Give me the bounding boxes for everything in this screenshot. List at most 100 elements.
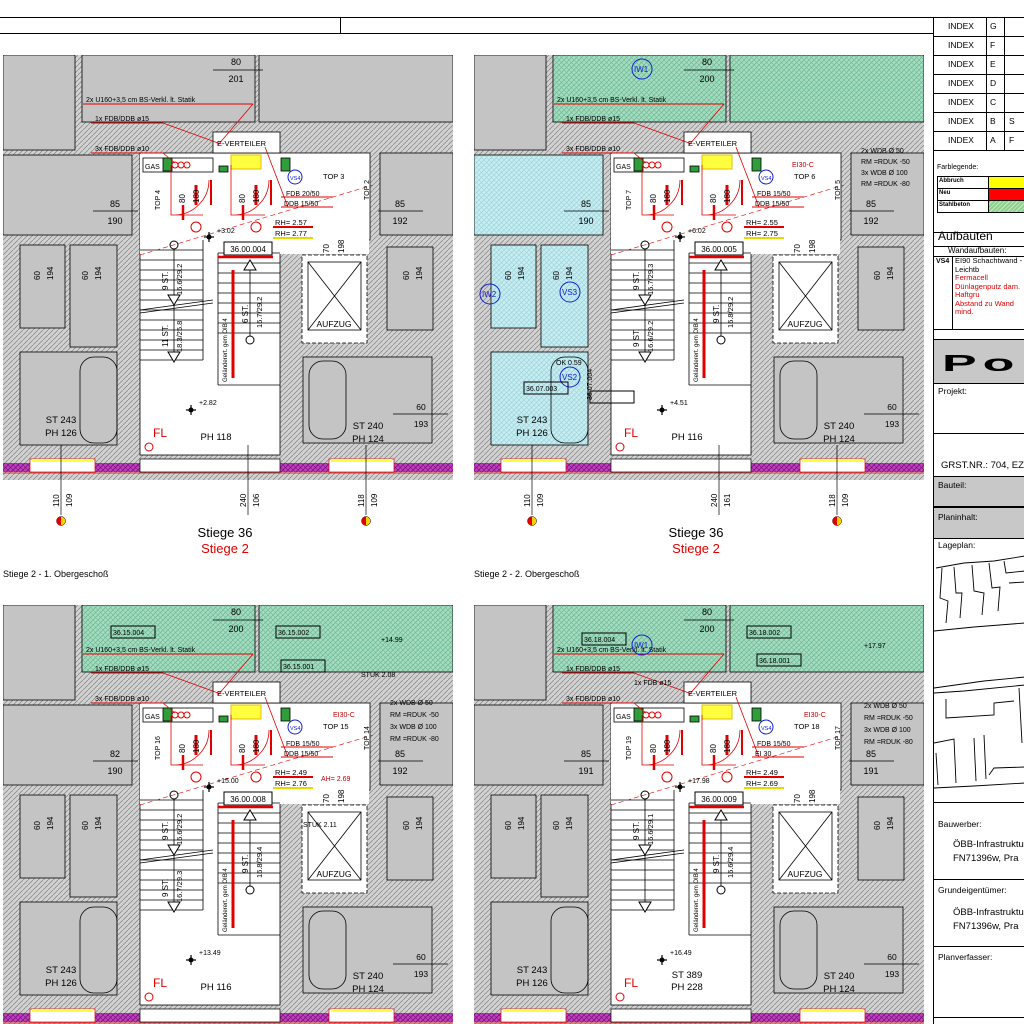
- divider: [934, 232, 1024, 233]
- annotation-label: RM =RDUK -80: [864, 739, 913, 746]
- e-verteiler-label: E-VERTEILER: [688, 689, 738, 698]
- plan-label: ST 243: [517, 415, 547, 426]
- window: [139, 1008, 281, 1023]
- level-label: +16.49: [670, 950, 692, 957]
- plan-label: 193: [414, 969, 428, 979]
- stair-label: 18.3/25.8: [175, 321, 184, 352]
- plan-label: 190: [107, 216, 122, 226]
- plan-label: 1x FDB/DDB ø15: [566, 116, 620, 123]
- legend-item: Stahlbeton: [937, 200, 1024, 213]
- plan-label: 194: [886, 266, 895, 280]
- unit-label: TOP 2: [364, 180, 371, 200]
- bathroom-right: [302, 906, 433, 994]
- plan-line: [264, 146, 289, 208]
- room-upper-left: [474, 605, 547, 701]
- plan-label: 80: [709, 194, 718, 203]
- divider: [934, 246, 1024, 247]
- plan-line: [139, 849, 214, 861]
- index-letter: E: [990, 59, 996, 69]
- divider: [934, 329, 1024, 330]
- stair-name-new: Stiege 2: [201, 541, 249, 556]
- annotation-label: 3x WDB Ø 100: [390, 724, 437, 731]
- plan-label: 85: [866, 749, 876, 759]
- plan-label: 3x FDB/DDB ø10: [95, 146, 149, 153]
- plan-label: 60: [33, 821, 42, 830]
- room-height-label: RH= 2.49: [275, 768, 307, 777]
- stair-label: 16.6/29.2: [175, 264, 184, 295]
- room-height-label: RH= 2.69: [746, 779, 778, 788]
- stairwell: [139, 789, 281, 1006]
- unit-label: TOP 16: [155, 736, 162, 760]
- header-divider: [340, 17, 341, 33]
- plan-line: [735, 146, 760, 208]
- room-code-box: [110, 625, 156, 639]
- room-left-apartment: [474, 154, 604, 236]
- concrete-column: [280, 157, 291, 172]
- stair-label: 16.6/29.4: [726, 847, 735, 878]
- plan-line: [307, 811, 362, 881]
- fl-label: FL: [153, 976, 167, 990]
- plan-label: 60: [81, 821, 90, 830]
- wc-left-2: [69, 794, 118, 898]
- fl-marker-icon: [144, 442, 154, 452]
- window-sill: [331, 459, 392, 462]
- plan-label: 60: [887, 952, 897, 962]
- stair-label: 9 ST.: [632, 822, 641, 840]
- stair-arrow-icon: [714, 259, 728, 271]
- stair-label: 16.6/29.2: [175, 814, 184, 845]
- plan-label: ST 240: [353, 421, 383, 432]
- room-code-box: [756, 653, 802, 667]
- room-code: 36.00.005: [701, 245, 737, 254]
- room-height-label: RH= 2.55: [746, 218, 778, 227]
- demolition-area: [701, 704, 733, 720]
- smoke-detector-icon: [721, 221, 733, 233]
- lageplan-label: Lageplan:: [938, 540, 976, 550]
- e-verteiler-label: E-VERTEILER: [217, 689, 267, 698]
- plan-label: 180: [192, 189, 201, 203]
- unit-label: TOP 7: [626, 190, 633, 210]
- grundeigentuemer-name: ÖBB-Infrastruktu: [953, 907, 1024, 918]
- index-letter: G: [990, 21, 997, 31]
- plan-label: 80: [649, 744, 658, 753]
- stair-room-label: PH 116: [672, 432, 703, 443]
- room-height-label: RH= 2.49: [746, 768, 778, 777]
- e-verteiler-box: [212, 681, 281, 704]
- site-plan-map: [934, 555, 1024, 789]
- plan-label: 85: [395, 199, 405, 209]
- stair-label: 9 ST.: [632, 329, 641, 347]
- plan-label: 60: [402, 271, 411, 280]
- plan-line: [610, 184, 845, 256]
- stair-arrow-icon: [638, 844, 652, 913]
- stair-start-icon: [245, 335, 255, 345]
- new-door-swing: [170, 715, 270, 766]
- vs4-label: VS4: [761, 176, 771, 182]
- plan-line: [610, 734, 845, 806]
- plan-line: [610, 302, 685, 314]
- room-left-apartment: [3, 704, 133, 786]
- plan-label: 80: [231, 57, 241, 67]
- plan-label: 3x FDB/DDB ø10: [95, 696, 149, 703]
- plan-label: 180: [663, 739, 672, 753]
- index-label: INDEX: [948, 135, 974, 145]
- stair-arrow-icon: [167, 294, 181, 363]
- annotation-label: STUK 2.11: [303, 822, 337, 829]
- index-letter: D: [990, 78, 997, 88]
- plan-label: ST 240: [824, 421, 854, 432]
- elevator-label: AUFZUG: [788, 869, 823, 879]
- plan-label: 3x FDB/DDB ø10: [566, 146, 620, 153]
- window: [610, 458, 752, 473]
- annotation-label: 2x WDB Ø 50: [864, 703, 907, 710]
- divider: [952, 256, 953, 329]
- stair-room-label: PH 228: [671, 982, 703, 993]
- plan-label: 85: [395, 749, 405, 759]
- plan-line: [778, 261, 833, 331]
- plan-label: 60: [504, 271, 513, 280]
- plan-line: [610, 852, 685, 864]
- plan-label: 198: [337, 239, 346, 253]
